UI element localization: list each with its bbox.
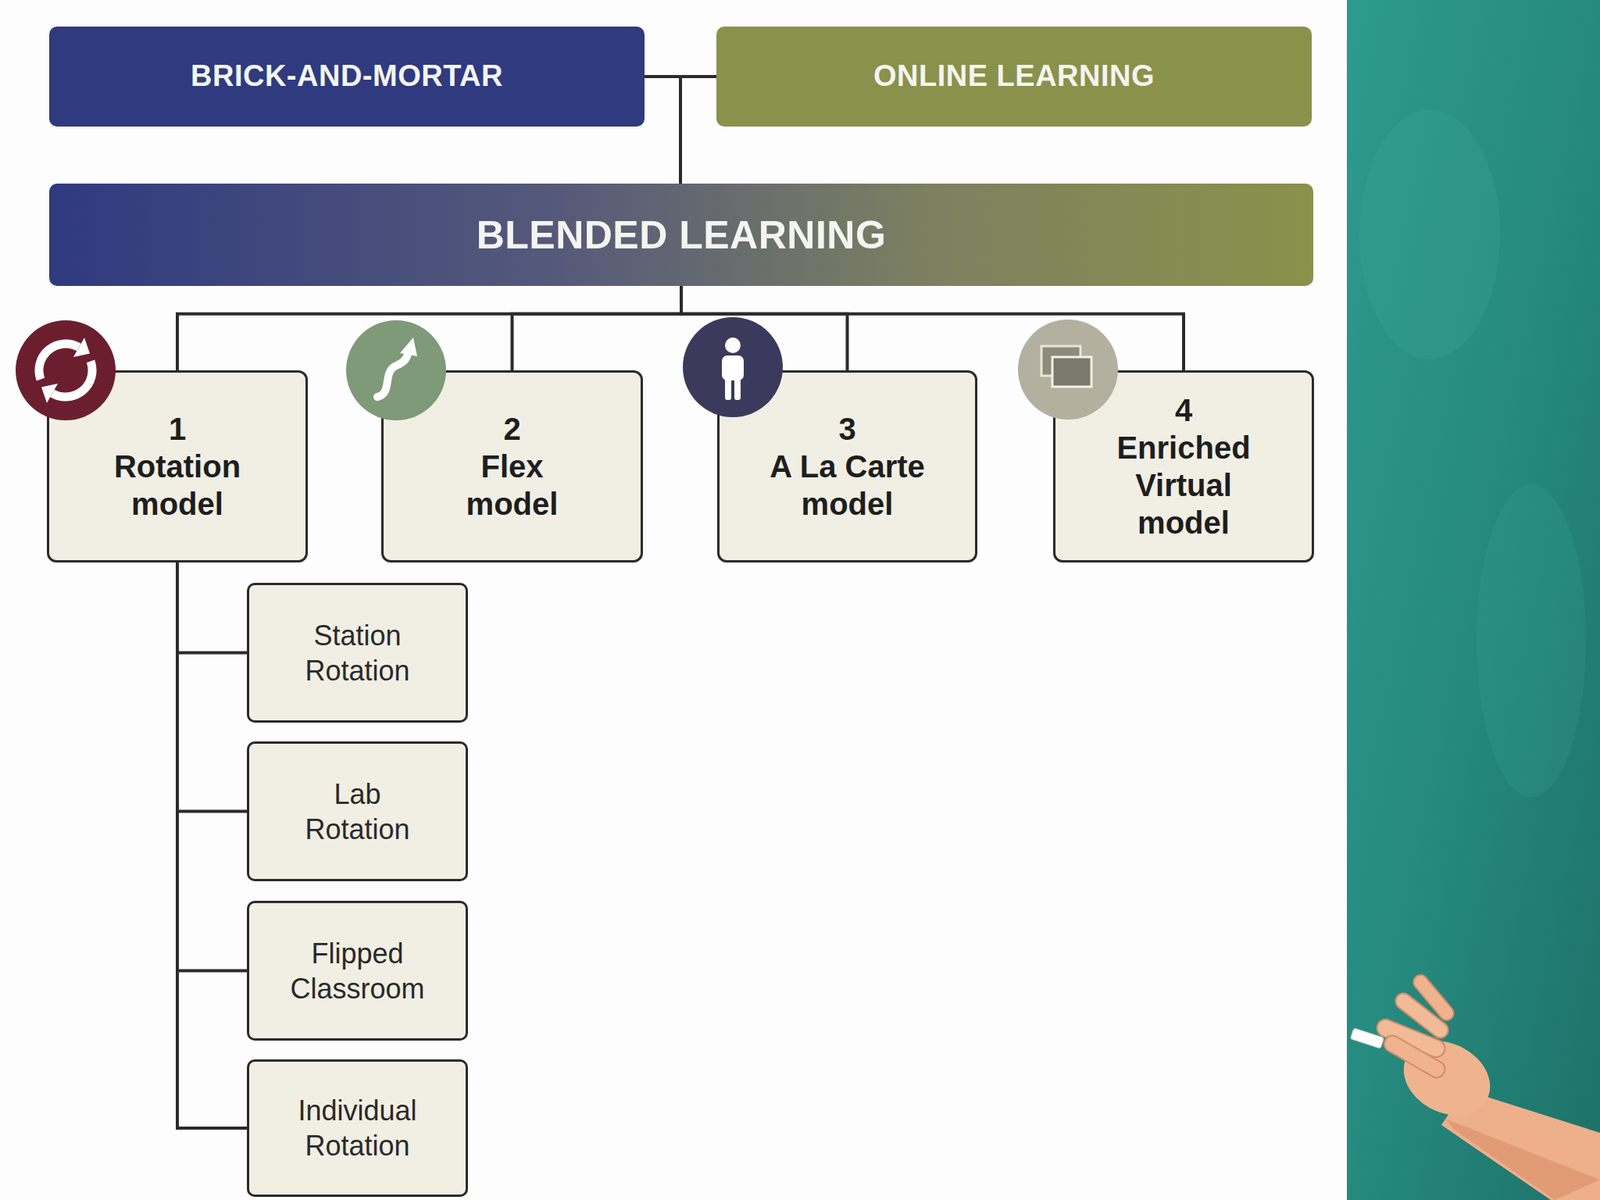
arrow-arc [39, 343, 79, 380]
icon-circle [15, 320, 116, 421]
box-label: ONLINE LEARNING [873, 58, 1155, 95]
icon-circle [682, 317, 783, 418]
a-la-carte-icon [682, 317, 783, 418]
connector-line [680, 76, 717, 184]
rotation-icon [15, 320, 116, 421]
sub-model-box: Flipped Classroom [246, 900, 468, 1041]
connector-line [177, 562, 247, 812]
hand-thumb [1410, 971, 1458, 1023]
box-label: BRICK-AND-MORTAR [190, 58, 504, 95]
connector-line [177, 562, 247, 972]
sub-model-box: Lab Rotation [246, 741, 468, 882]
box-label: Individual Rotation [275, 1092, 440, 1164]
rotate-arrow [39, 337, 90, 379]
arrow-head [41, 383, 58, 404]
box-label: BLENDED LEARNING [476, 211, 887, 259]
box-label: A La Carte model [746, 447, 950, 523]
arrow-head [73, 337, 90, 358]
person-leg [725, 376, 732, 400]
chalk-piece [1350, 1028, 1384, 1049]
chalk-smudge [1476, 484, 1586, 797]
model-number: 2 [503, 410, 521, 448]
model-number: 4 [1175, 391, 1193, 429]
blend-bar: BLENDED LEARNING [49, 183, 1314, 286]
box-label: Flex model [453, 447, 572, 523]
rotate-arrow [41, 360, 93, 403]
hand-finger [1381, 1032, 1448, 1081]
sub-model-box: Station Rotation [246, 582, 468, 723]
model-number: 3 [838, 410, 856, 448]
connector-line [177, 562, 247, 654]
category-bar: ONLINE LEARNING [716, 26, 1312, 127]
sub-model-box: Individual Rotation [246, 1059, 468, 1197]
connector-line [177, 562, 247, 1129]
box-label: Station Rotation [275, 617, 440, 689]
connector-line [644, 76, 681, 184]
box-label: Rotation model [93, 447, 262, 523]
person-leg [734, 376, 741, 400]
arrow-head [400, 337, 418, 357]
person-head [725, 337, 741, 354]
flex-icon [346, 320, 447, 421]
arm-shadow [1445, 1118, 1600, 1200]
category-bar: BRICK-AND-MORTAR [49, 26, 645, 127]
box-label: Lab Rotation [287, 776, 429, 847]
chalkboard [1346, 0, 1600, 1200]
connector-line [512, 285, 683, 371]
icon-circle [1017, 319, 1118, 420]
box-label: Flipped Classroom [275, 935, 440, 1007]
icon-circle [346, 320, 447, 421]
window-front [1052, 357, 1092, 387]
person-body [721, 355, 744, 381]
enriched-virtual-icon [1017, 319, 1118, 420]
chalk-smudge [1359, 109, 1500, 360]
model-number: 1 [168, 410, 186, 448]
box-label: Enriched Virtual model [1100, 428, 1268, 542]
s-arrow [377, 351, 409, 397]
arrow-arc [52, 360, 93, 397]
